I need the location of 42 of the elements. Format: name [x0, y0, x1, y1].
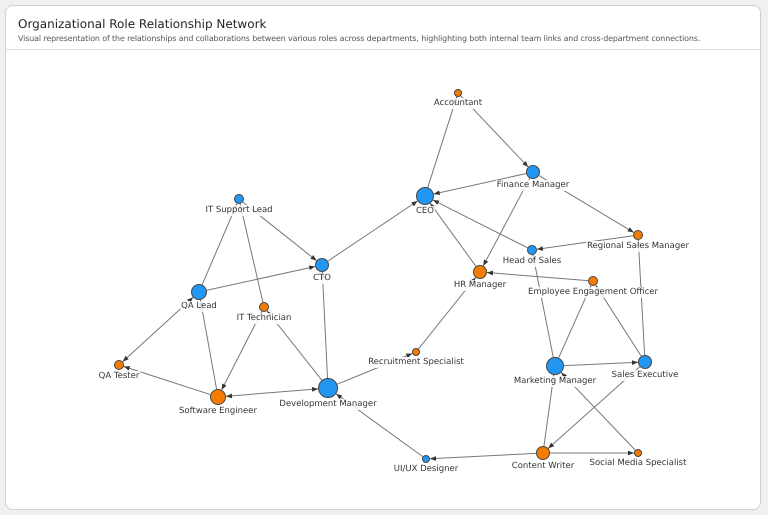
- arrow: [482, 178, 530, 266]
- node-label: Head of Sales: [502, 256, 562, 267]
- chart-title: Organizational Role Relationship Network: [18, 17, 266, 31]
- arrow: [123, 366, 211, 396]
- arrow: [430, 452, 536, 461]
- arrow: [202, 203, 238, 286]
- arrow: [266, 310, 322, 381]
- arrow: [225, 386, 319, 398]
- node-label: Employee Engagement Officer: [526, 287, 660, 298]
- node-label: UI/UX Designer: [392, 464, 460, 475]
- arrow: [460, 95, 529, 168]
- node-label: Social Media Specialist: [588, 458, 688, 469]
- arrow: [206, 265, 316, 291]
- arrow: [550, 450, 634, 456]
- arrow: [221, 310, 262, 390]
- node-label: QA Lead: [180, 301, 218, 312]
- arrow: [239, 203, 264, 303]
- node-label: Development Manager: [278, 399, 378, 410]
- arrow: [548, 366, 640, 449]
- node-label: QA Tester: [98, 371, 140, 382]
- node-label: HR Manager: [452, 280, 508, 291]
- arrow: [486, 270, 589, 282]
- arrow: [427, 96, 458, 188]
- arrow: [536, 235, 634, 251]
- arrow: [433, 173, 527, 196]
- arrow: [564, 360, 638, 366]
- node-label: Regional Sales Manager: [586, 241, 690, 252]
- arrow: [199, 299, 218, 390]
- node-label: Software Engineer: [178, 406, 258, 417]
- arrow: [327, 200, 418, 262]
- node-label: Accountant: [432, 98, 484, 109]
- node-label: Sales Executive: [610, 370, 680, 381]
- node-label: Finance Manager: [496, 180, 570, 191]
- node-label: Recruitment Specialist: [367, 357, 465, 368]
- arrow: [122, 296, 194, 362]
- arrow: [432, 200, 528, 248]
- arrow: [320, 272, 328, 378]
- node-label: CTO: [312, 273, 332, 284]
- node-label: IT Support Lead: [204, 205, 274, 216]
- node-label: IT Technician: [236, 313, 292, 324]
- node-label: Marketing Manager: [512, 376, 598, 387]
- arrow: [430, 202, 476, 267]
